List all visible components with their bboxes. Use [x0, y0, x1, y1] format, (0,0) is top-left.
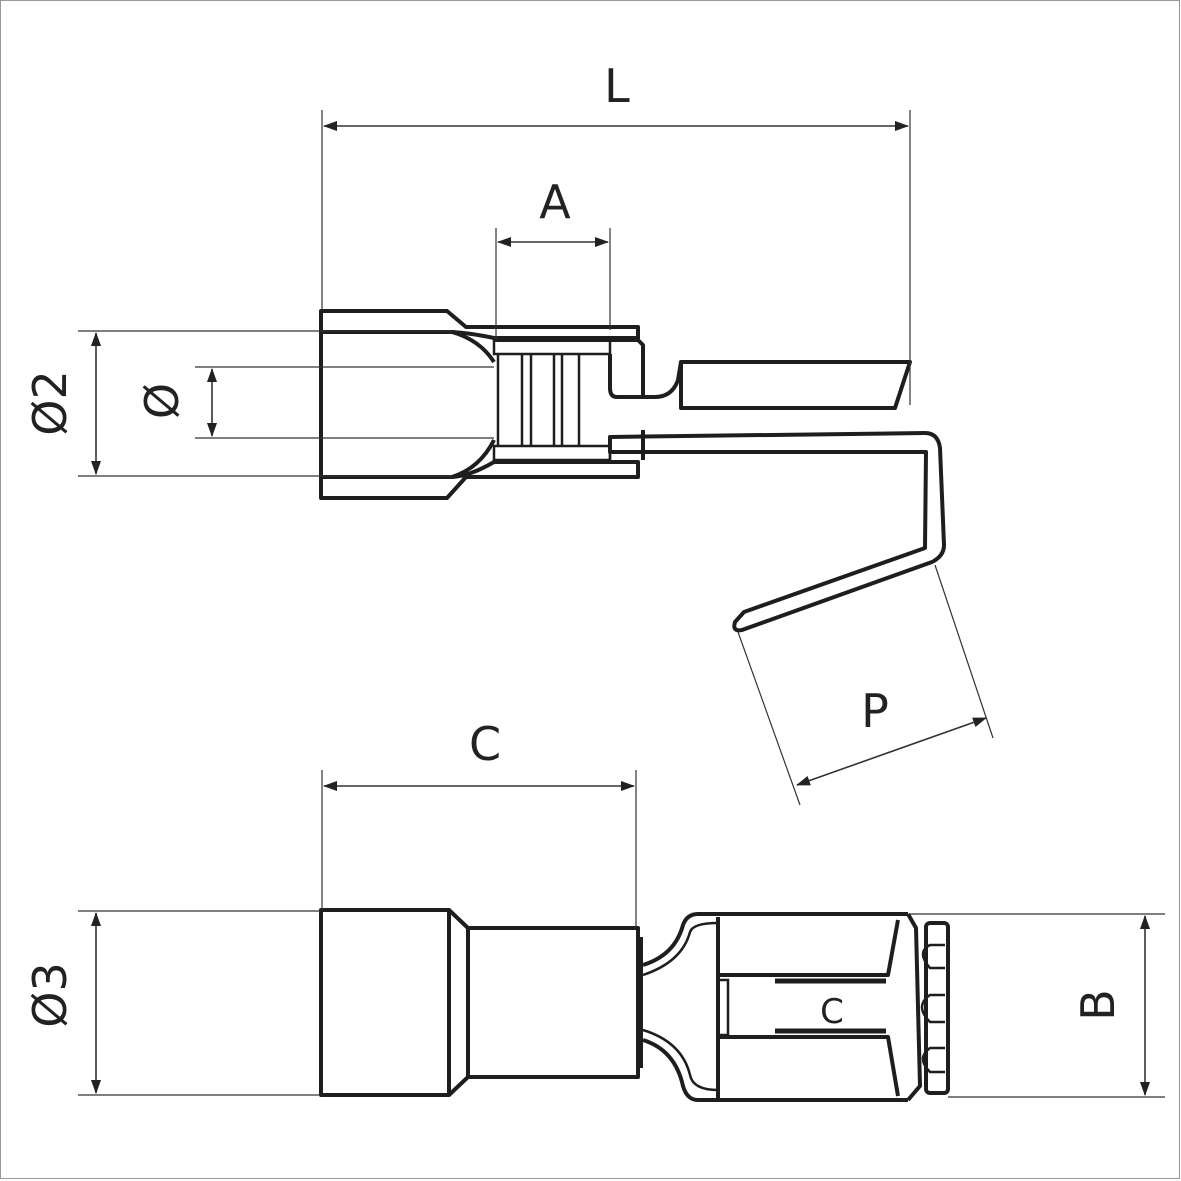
dimension-P: P [737, 564, 994, 806]
label-inner-diameter: Ø [135, 383, 189, 419]
barrel-top-wall [492, 338, 612, 356]
rolled-edge [906, 913, 922, 1102]
contact-tab [679, 360, 912, 410]
label-P: P [861, 684, 889, 738]
insulation-bottom-wall [319, 460, 640, 500]
barrel-serrations [496, 354, 581, 446]
rolled-end-cap [924, 921, 950, 1095]
section-view [319, 309, 946, 633]
exterior-view: C [319, 908, 950, 1102]
contact-neck [643, 361, 683, 399]
barrel-bottom-wall [492, 444, 612, 462]
label-L: L [604, 59, 630, 113]
insulation-sleeve-small [466, 926, 640, 1079]
dimension-B: B [910, 913, 1165, 1098]
contact-upper-profile [494, 338, 645, 399]
label-B: B [1071, 989, 1125, 1021]
dimension-inner-diameter: Ø [135, 366, 494, 439]
insulation-taper [447, 908, 470, 1097]
neck-bottom-inner [642, 1028, 719, 1092]
label-insulation-diameter: Ø3 [23, 962, 77, 1027]
neck-top-outer [642, 912, 699, 967]
spring-strip [608, 431, 946, 633]
label-C: C [469, 717, 501, 771]
dimension-insulation-diameter: Ø3 [23, 910, 320, 1096]
contact-body-edges [698, 912, 908, 1102]
neck-top-inner [642, 921, 719, 977]
label-outer-diameter: Ø2 [23, 370, 77, 435]
roll-bump-3 [921, 1046, 945, 1074]
contact-lower-spring [718, 1035, 900, 1097]
insulation-top-wall [319, 309, 640, 340]
neck-bottom-outer [642, 1038, 699, 1102]
roll-bump-1 [921, 943, 945, 970]
dimension-outer-diameter: Ø2 [23, 330, 452, 477]
dimension-L: L [321, 59, 911, 405]
funnel-top [451, 330, 496, 364]
insulation-sleeve-large [319, 908, 451, 1097]
roll-bump-2 [920, 993, 945, 1024]
dimension-A: A [495, 175, 611, 340]
sleeve-end-band [638, 937, 643, 1068]
contact-marking: C [820, 992, 844, 1032]
contact-upper-spring [718, 919, 900, 977]
label-A: A [539, 175, 571, 229]
funnel-bottom [451, 439, 496, 479]
slot-stop [716, 978, 730, 1037]
dimension-C: C [321, 717, 637, 928]
